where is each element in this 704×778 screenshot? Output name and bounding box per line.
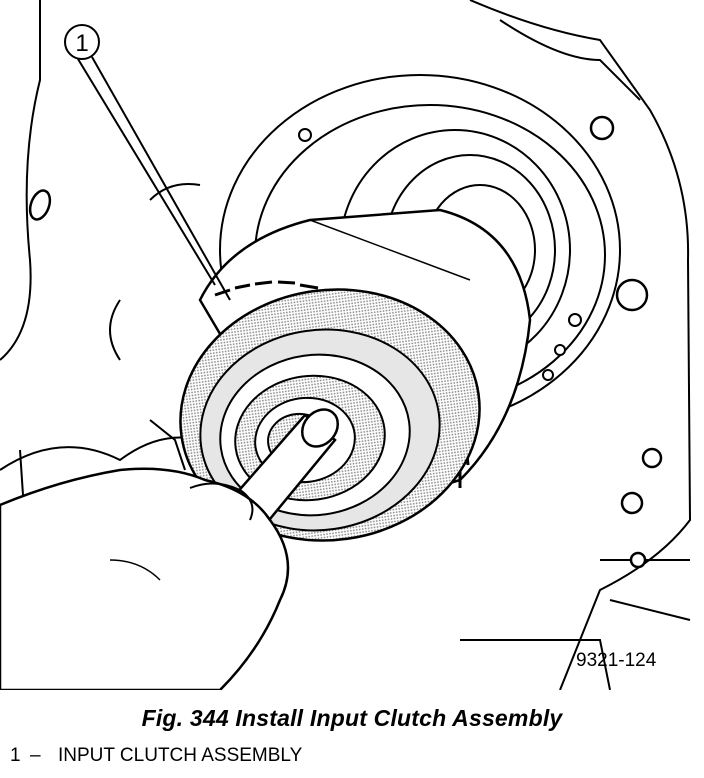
legend-number: 1: [10, 745, 21, 766]
technician-hand: [0, 467, 290, 690]
input-shaft: [233, 408, 340, 527]
figure-caption: Fig. 344 Install Input Clutch Assembly: [141, 705, 563, 731]
drum-holes: [298, 128, 582, 381]
callout-1: 1: [64, 24, 231, 301]
drawing-code: 9321-124: [576, 650, 657, 671]
case-bolt-holes: [28, 115, 663, 569]
callout-leader-line: [91, 56, 231, 301]
callout-leader-line: [77, 58, 216, 286]
technical-illustration: 1 9321-124: [0, 0, 692, 690]
legend-label: INPUT CLUTCH ASSEMBLY: [58, 745, 303, 766]
legend: 1–INPUT CLUTCH ASSEMBLY: [10, 745, 302, 767]
legend-separator: –: [30, 745, 41, 766]
callout-number: 1: [75, 30, 88, 57]
